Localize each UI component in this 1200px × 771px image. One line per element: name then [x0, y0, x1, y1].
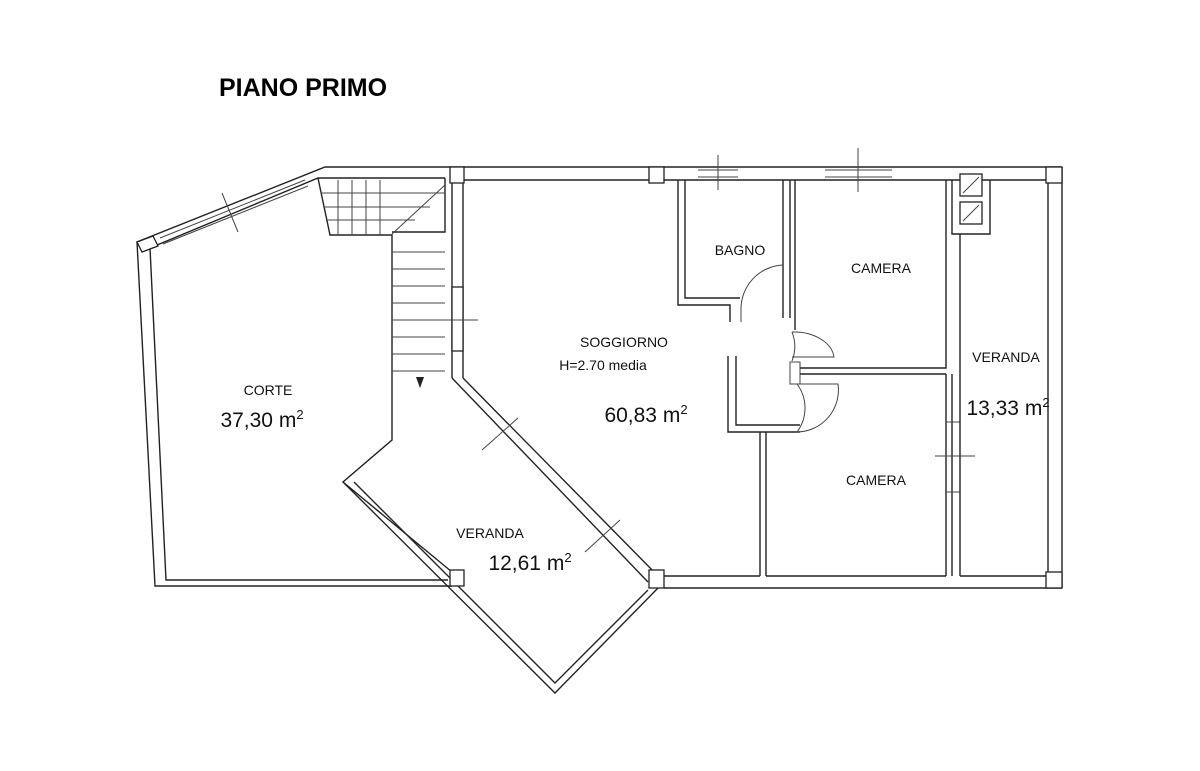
camere-walls — [759, 148, 975, 576]
veranda-sw-label: VERANDA — [456, 525, 524, 541]
camera-top-label: CAMERA — [851, 260, 912, 276]
corte-label: CORTE — [244, 382, 293, 398]
plan-title: PIANO PRIMO — [219, 74, 387, 102]
bagno-walls — [677, 155, 791, 322]
veranda-e-walls — [951, 173, 991, 576]
staircase — [317, 177, 453, 573]
soggiorno-height: H=2.70 media — [559, 357, 647, 373]
soggiorno-label: SOGGIORNO — [580, 334, 668, 350]
door-lobby — [727, 331, 839, 433]
veranda-e-label: VERANDA — [972, 349, 1040, 365]
columns — [449, 166, 1063, 589]
soggiorno-area: 60,83 m2 — [604, 402, 687, 427]
outer-walls — [136, 166, 1063, 589]
bagno-label: BAGNO — [715, 242, 766, 258]
veranda-e-area: 13,33 m2 — [966, 395, 1049, 420]
corte-area: 37,30 m2 — [220, 407, 303, 432]
camera-bottom-label: CAMERA — [846, 472, 907, 488]
corte-window — [136, 179, 309, 253]
soggiorno-walls — [434, 167, 661, 583]
veranda-sw-walls — [342, 481, 659, 694]
room-labels: CORTE 37,30 m2 VERANDA 12,61 m2 SOGGIORN… — [220, 242, 1049, 575]
veranda-sw-area: 12,61 m2 — [488, 550, 571, 575]
